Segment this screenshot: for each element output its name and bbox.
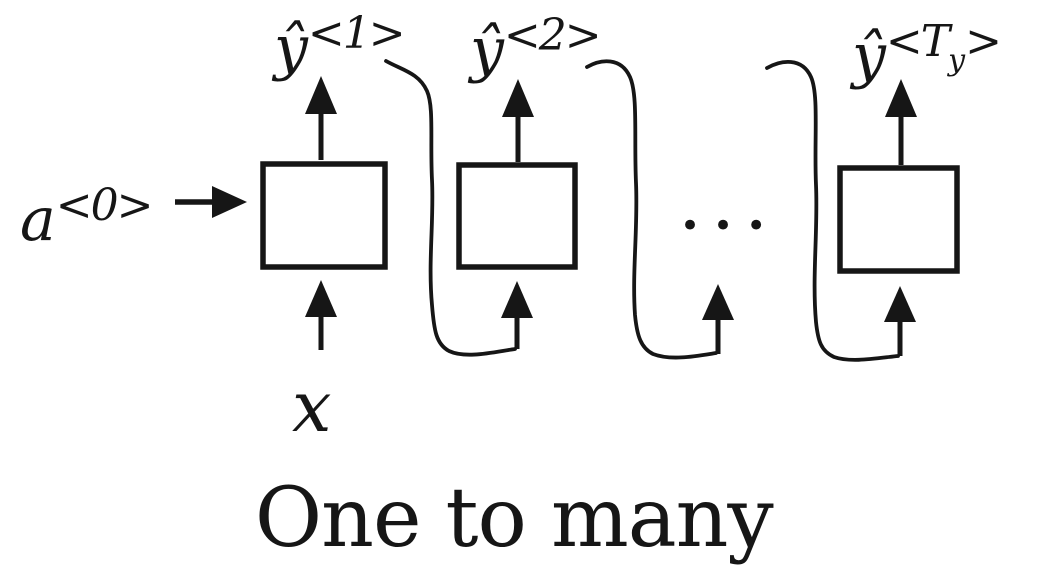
rnn-cell-3: [837, 165, 960, 274]
recurrence-curve-2: [585, 59, 718, 360]
label-output-1: ŷ<1>: [274, 12, 406, 79]
output-1-superscript: <1>: [307, 8, 406, 59]
rnn-cell-2: [456, 162, 578, 270]
input-arrow-3: [702, 284, 734, 354]
input-x-symbol: x: [292, 366, 332, 448]
output-2-symbol: ŷ: [470, 15, 504, 85]
label-input-x: x: [292, 372, 331, 442]
label-output-T: ŷ<Ty>: [852, 20, 1002, 87]
recurrence-curve-1: [384, 59, 517, 357]
initial-activation-symbol: a: [20, 185, 56, 255]
output-T-superscript-close: >: [965, 16, 1002, 67]
recurrence-curve-3: [765, 60, 900, 362]
input-arrow-x: [305, 280, 337, 350]
output-arrow-3: [885, 79, 917, 165]
initial-state-arrow: [175, 186, 247, 218]
output-T-subscript: y: [948, 43, 966, 78]
diagram-caption: One to many: [254, 471, 774, 566]
output-1-symbol: ŷ: [274, 13, 308, 83]
initial-activation-superscript: <0>: [55, 180, 154, 231]
input-arrow-2: [501, 281, 533, 349]
label-initial-activation: a<0>: [20, 184, 154, 251]
output-T-symbol: ŷ: [852, 21, 886, 91]
label-output-2: ŷ<2>: [470, 14, 602, 81]
input-arrow-4: [884, 286, 916, 356]
output-2-superscript: <2>: [503, 10, 602, 61]
ellipsis-dots: •••: [680, 206, 780, 246]
output-T-superscript-open: <T: [885, 16, 950, 67]
output-arrow-1: [305, 76, 337, 160]
rnn-cell-1: [260, 161, 388, 270]
output-arrow-2: [502, 79, 534, 162]
